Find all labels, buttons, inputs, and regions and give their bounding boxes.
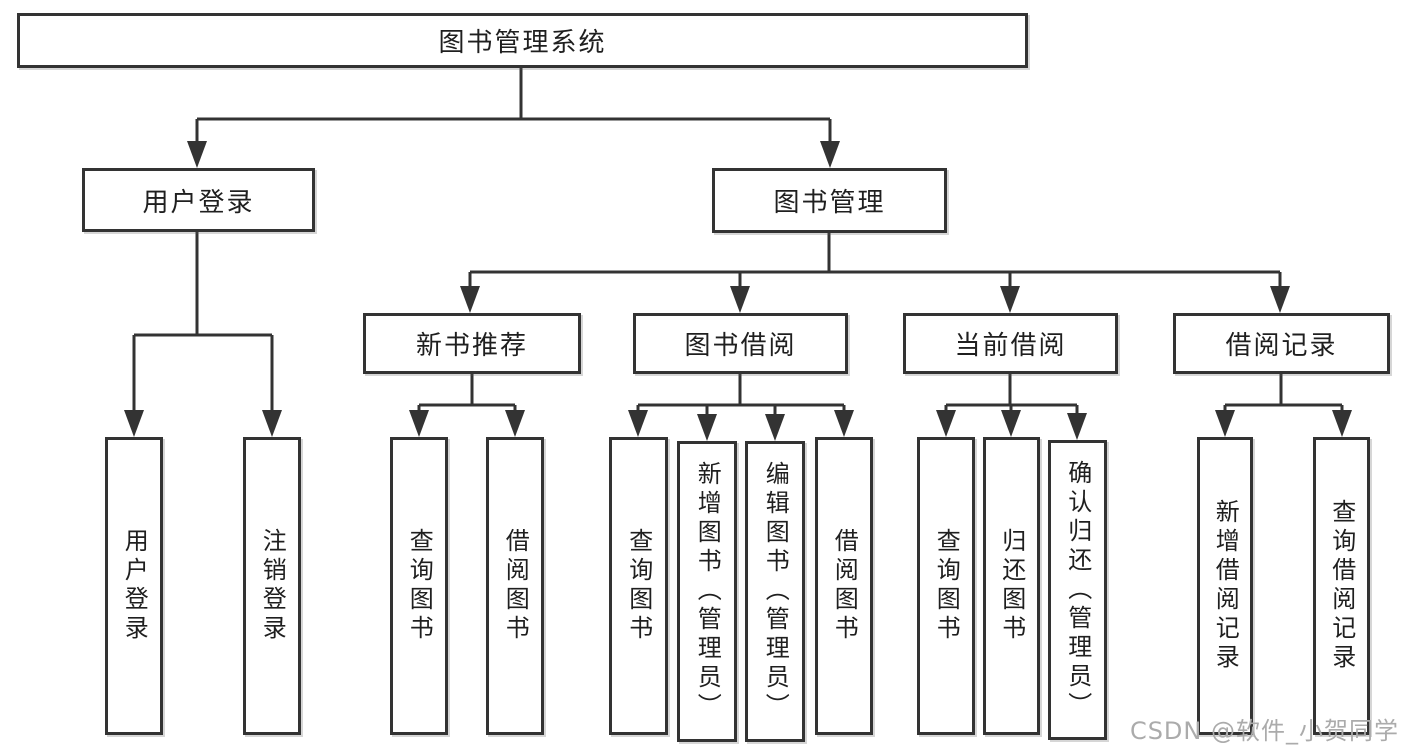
- node-book-management-branch: 图书管理: [712, 168, 947, 233]
- leaf-add-books-admin: 新增图书（管理员）: [677, 441, 737, 742]
- leaf-add-borrow-record: 新增借阅记录: [1197, 437, 1253, 735]
- leaf-borrow-books-recommend: 借阅图书: [486, 437, 544, 735]
- node-current-borrowing: 当前借阅: [903, 313, 1118, 374]
- leaf-logout: 注销登录: [243, 437, 301, 735]
- node-book-borrowing: 图书借阅: [633, 313, 848, 374]
- node-borrow-records: 借阅记录: [1173, 313, 1390, 374]
- leaf-query-books-recommend: 查询图书: [390, 437, 448, 735]
- arrowheads: [124, 141, 1352, 441]
- node-library-management-system: 图书管理系统: [17, 13, 1028, 68]
- leaf-user-login: 用户登录: [105, 437, 163, 735]
- leaf-confirm-return-admin: 确认归还（管理员）: [1048, 440, 1107, 740]
- leaf-query-borrow-record: 查询借阅记录: [1313, 437, 1370, 735]
- node-new-book-recommend: 新书推荐: [363, 313, 581, 374]
- leaf-query-books-current: 查询图书: [917, 437, 975, 735]
- node-user-login-branch: 用户登录: [82, 168, 315, 232]
- leaf-borrow-books: 借阅图书: [815, 437, 873, 735]
- leaf-edit-books-admin: 编辑图书（管理员）: [745, 441, 805, 742]
- leaf-return-books: 归还图书: [983, 437, 1040, 735]
- leaf-query-books-borrowing: 查询图书: [609, 437, 668, 735]
- csdn-watermark: CSDN @软件_小贺同学: [1129, 717, 1399, 745]
